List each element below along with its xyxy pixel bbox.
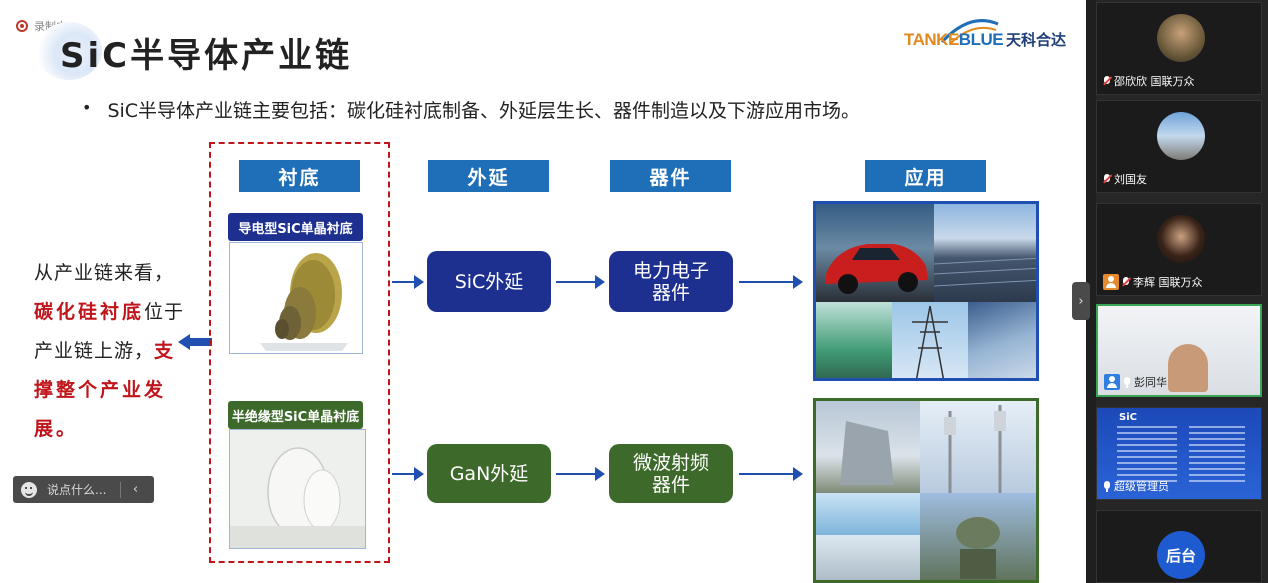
left-text-red2: 支撑整个产业发展。 (34, 340, 177, 440)
semi-insulating-wafer-image (229, 429, 366, 549)
user-icon (1103, 274, 1119, 290)
chat-divider (120, 481, 122, 498)
bullet-point: • SiC半导体产业链主要包括：碳化硅衬底制备、外延层生长、器件制造以及下游应用… (82, 96, 860, 123)
military-radar-image (920, 493, 1036, 580)
speaker-video (1168, 344, 1208, 392)
logo-swoosh-icon (940, 19, 999, 45)
power-device-box: 电力电子 器件 (609, 251, 733, 312)
collapse-panel-button[interactable]: › (1072, 282, 1090, 320)
chevron-right-icon[interactable]: › (1078, 293, 1084, 309)
header-substrate: 衬底 (239, 160, 360, 192)
shared-slide: 录制中 SiC半导体产业链 TANKEBLUE 天科合达 • SiC半导体产业链… (0, 0, 1086, 583)
participant-tile[interactable]: 刘国友 (1096, 100, 1262, 193)
arrow-substrate-to-sic (392, 275, 424, 289)
cell-tower-image (920, 401, 1036, 493)
gan-epitaxy-box: GaN外延 (427, 444, 551, 503)
conductive-wafer-image (229, 242, 363, 354)
slide-title: SiC半导体产业链 (60, 36, 353, 76)
header-epitaxy: 外延 (428, 160, 549, 192)
aircraft-image (816, 535, 920, 580)
left-text-red1: 碳化硅衬底 (34, 301, 145, 323)
mic-muted-icon (1122, 276, 1130, 288)
conductive-substrate-label: 导电型SiC单晶衬底 (228, 213, 363, 241)
participant-tile[interactable]: SiC 超级管理员 (1096, 407, 1262, 500)
power-tower-image (892, 302, 968, 378)
avatar (1157, 112, 1205, 160)
rf-device-box: 微波射频 器件 (609, 444, 733, 503)
participant-tile-active-speaker[interactable]: 彭同华 (1096, 304, 1262, 397)
logo-text-a: TANKE (904, 30, 959, 49)
arrow-rf-to-app (739, 467, 803, 481)
logo-chinese: 天科合达 (1006, 31, 1067, 49)
poster-heading: SiC (1119, 412, 1137, 423)
participant-name-row: 刘国友 (1103, 171, 1147, 187)
chevron-left-icon[interactable]: ‹ (132, 482, 139, 497)
solar-farm-image (934, 204, 1036, 302)
arrow-sic-to-power (556, 275, 605, 289)
mic-icon (1123, 376, 1131, 388)
participant-name: 后台 (1165, 546, 1196, 565)
participant-name-row: 邵欣欣 国联万众 (1103, 73, 1195, 89)
panel-separator (1086, 0, 1096, 583)
electric-car-image (816, 204, 934, 302)
mic-icon (1103, 480, 1111, 492)
rf-application-collage (813, 398, 1039, 583)
avatar (1157, 215, 1205, 263)
logo-text-b: BLUE (958, 30, 1004, 49)
left-arrow-icon (178, 334, 212, 350)
power-application-collage (813, 201, 1039, 381)
title-decoration (36, 22, 102, 80)
header-application: 应用 (865, 160, 986, 192)
chat-input[interactable]: 说点什么... ‹ (13, 476, 154, 503)
participant-tile[interactable]: 邵欣欣 国联万众 (1096, 2, 1262, 95)
participant-name-row: 李辉 国联万众 (1103, 274, 1203, 290)
participant-name: 李辉 国联万众 (1133, 276, 1203, 289)
participant-name-row: 超级管理员 (1103, 478, 1169, 494)
participant-name: 彭同华 (1134, 376, 1167, 389)
participant-name: 超级管理员 (1114, 480, 1169, 493)
left-text-line1: 从产业链来看， (34, 262, 175, 284)
participant-name: 刘国友 (1114, 173, 1147, 186)
wafer-stack-icon (230, 243, 362, 353)
avatar (1157, 14, 1205, 62)
charging-station-image (816, 302, 892, 378)
mic-muted-icon (1103, 173, 1111, 185)
train-image (968, 302, 1036, 378)
arrow-substrate-to-gan (392, 467, 424, 481)
participant-tile[interactable]: 李辉 国联万众 (1096, 203, 1262, 296)
poster-content (1189, 426, 1245, 486)
poster-content (1117, 426, 1177, 486)
semi-insulating-substrate-label: 半绝缘型SiC单晶衬底 (228, 401, 363, 429)
record-icon (16, 20, 28, 32)
participant-panel: 邵欣欣 国联万众 刘国友 李辉 国联万众 彭同华 SiC 超级管理员 (1096, 0, 1268, 583)
transparent-wafer-icon (230, 430, 365, 548)
radar-station-image (816, 401, 920, 493)
arrow-power-to-app (739, 275, 803, 289)
substrate-dashed-frame (209, 142, 390, 563)
participant-tile[interactable]: 后台 (1096, 510, 1262, 583)
left-text-mid: 位于产业链上游， (34, 301, 185, 362)
bullet-dot: • (82, 98, 92, 117)
left-description: 从产业链来看， 碳化硅衬底位于产业链上游，支撑整个产业发展。 (34, 254, 194, 449)
mic-muted-icon (1103, 75, 1111, 87)
avatar-initial: 后台 (1157, 531, 1205, 579)
header-device: 器件 (610, 160, 731, 192)
arrow-gan-to-rf (556, 467, 605, 481)
bullet-text: SiC半导体产业链主要包括：碳化硅衬底制备、外延层生长、器件制造以及下游应用市场… (107, 100, 861, 122)
satellite-image (816, 493, 920, 535)
sic-epitaxy-box: SiC外延 (427, 251, 551, 312)
chat-placeholder[interactable]: 说点什么... (47, 483, 107, 497)
participant-name-row: 彭同华 (1104, 374, 1167, 390)
user-icon (1104, 374, 1120, 390)
company-logo: TANKEBLUE 天科合达 (900, 18, 1076, 58)
emoji-icon[interactable] (21, 481, 37, 498)
participant-name: 邵欣欣 国联万众 (1114, 75, 1195, 88)
